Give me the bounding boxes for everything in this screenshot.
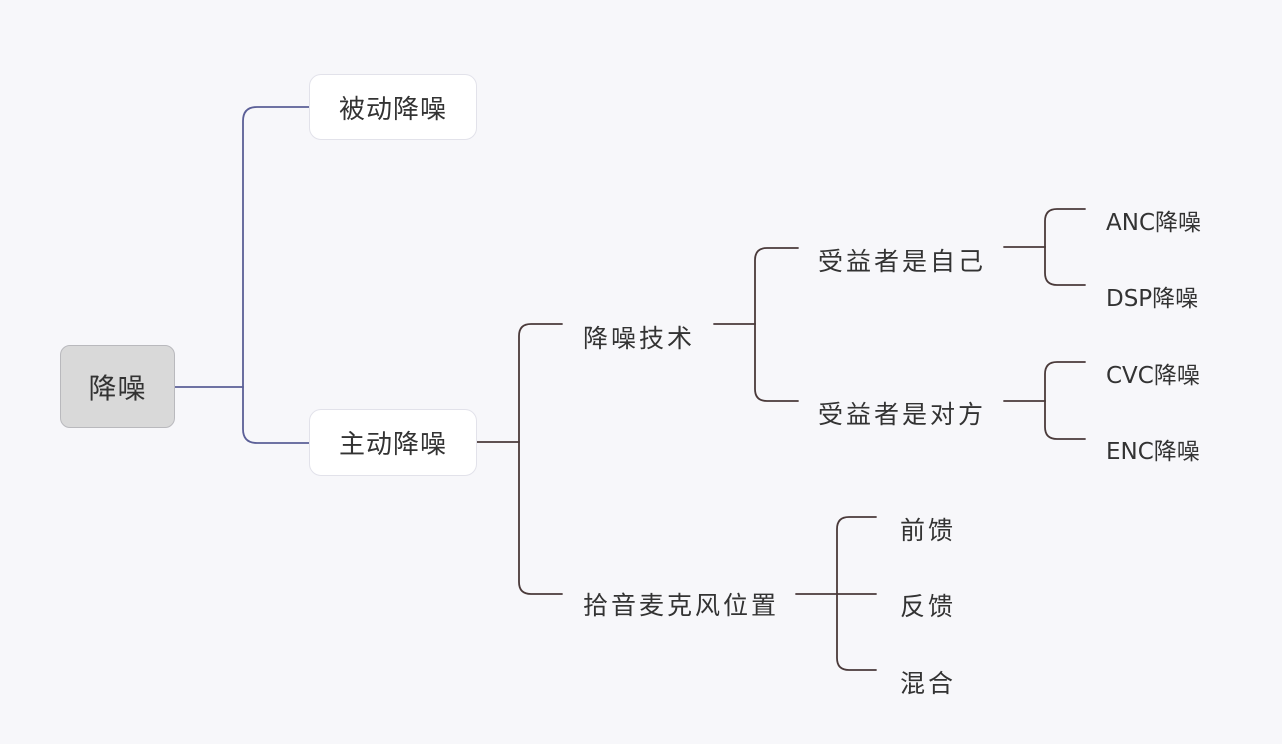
dsp-node[interactable]: DSP降噪 — [1106, 279, 1198, 313]
enc-label: ENC降噪 — [1106, 439, 1200, 465]
root-node-label: 降噪 — [88, 371, 147, 405]
noise-tech-node[interactable]: 降噪技术 — [583, 319, 695, 355]
anc-node[interactable]: ANC降噪 — [1106, 203, 1201, 237]
beneficiary-self-node[interactable]: 受益者是自己 — [818, 242, 986, 278]
edge-to-self — [754, 247, 799, 325]
feedback-node[interactable]: 反馈 — [900, 587, 956, 623]
hybrid-node[interactable]: 混合 — [900, 664, 956, 700]
edge-to-tech — [518, 323, 563, 443]
edge-to-enc — [1044, 400, 1086, 440]
edge-to-passive — [242, 106, 310, 388]
edge-to-dsp — [1044, 246, 1086, 286]
beneficiary-self-label: 受益者是自己 — [818, 247, 987, 276]
cvc-node[interactable]: CVC降噪 — [1106, 356, 1200, 390]
beneficiary-other-node[interactable]: 受益者是对方 — [818, 395, 986, 431]
mic-position-node[interactable]: 拾音麦克风位置 — [583, 586, 779, 622]
noise-tech-label: 降噪技术 — [583, 324, 696, 353]
edge-to-mic — [518, 441, 563, 595]
edge-to-feedforward — [836, 516, 877, 595]
edge-to-cvc — [1044, 361, 1086, 402]
feedback-label: 反馈 — [900, 592, 957, 621]
hybrid-label: 混合 — [900, 669, 957, 698]
enc-node[interactable]: ENC降噪 — [1106, 432, 1200, 466]
feedforward-node[interactable]: 前馈 — [900, 511, 956, 547]
cvc-label: CVC降噪 — [1106, 363, 1200, 389]
active-noise-cancel-node[interactable]: 主动降噪 — [309, 409, 477, 476]
anc-label: ANC降噪 — [1106, 210, 1201, 236]
edge-to-other — [754, 323, 799, 402]
active-noise-cancel-label: 主动降噪 — [338, 430, 447, 460]
edge-to-anc — [1044, 208, 1086, 248]
dsp-label: DSP降噪 — [1106, 286, 1199, 312]
root-node[interactable]: 降噪 — [60, 345, 175, 428]
mic-position-label: 拾音麦克风位置 — [583, 591, 780, 620]
passive-noise-cancel-label: 被动降噪 — [338, 94, 447, 125]
beneficiary-other-label: 受益者是对方 — [818, 400, 987, 429]
edge-to-hybrid — [836, 593, 877, 671]
feedforward-label: 前馈 — [900, 516, 957, 545]
passive-noise-cancel-node[interactable]: 被动降噪 — [309, 74, 477, 140]
edge-to-active — [242, 386, 310, 444]
